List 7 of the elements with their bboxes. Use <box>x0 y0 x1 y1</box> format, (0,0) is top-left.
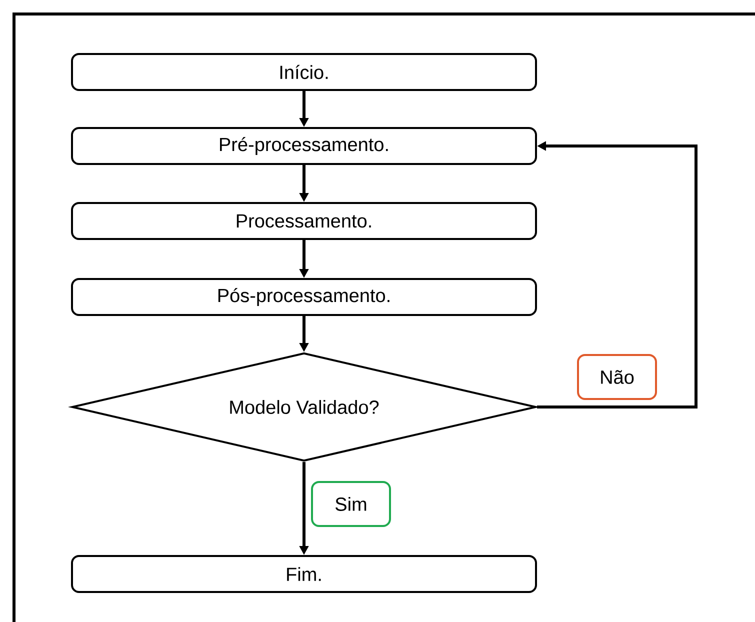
edge-label: Sim <box>311 481 391 527</box>
process-box: Processamento. <box>71 202 537 240</box>
process-box: Pós-processamento. <box>71 278 537 316</box>
process-box: Fim. <box>71 555 537 593</box>
edge-label: Não <box>577 354 657 400</box>
process-box: Pré-processamento. <box>71 127 537 165</box>
process-box: Início. <box>71 53 537 91</box>
